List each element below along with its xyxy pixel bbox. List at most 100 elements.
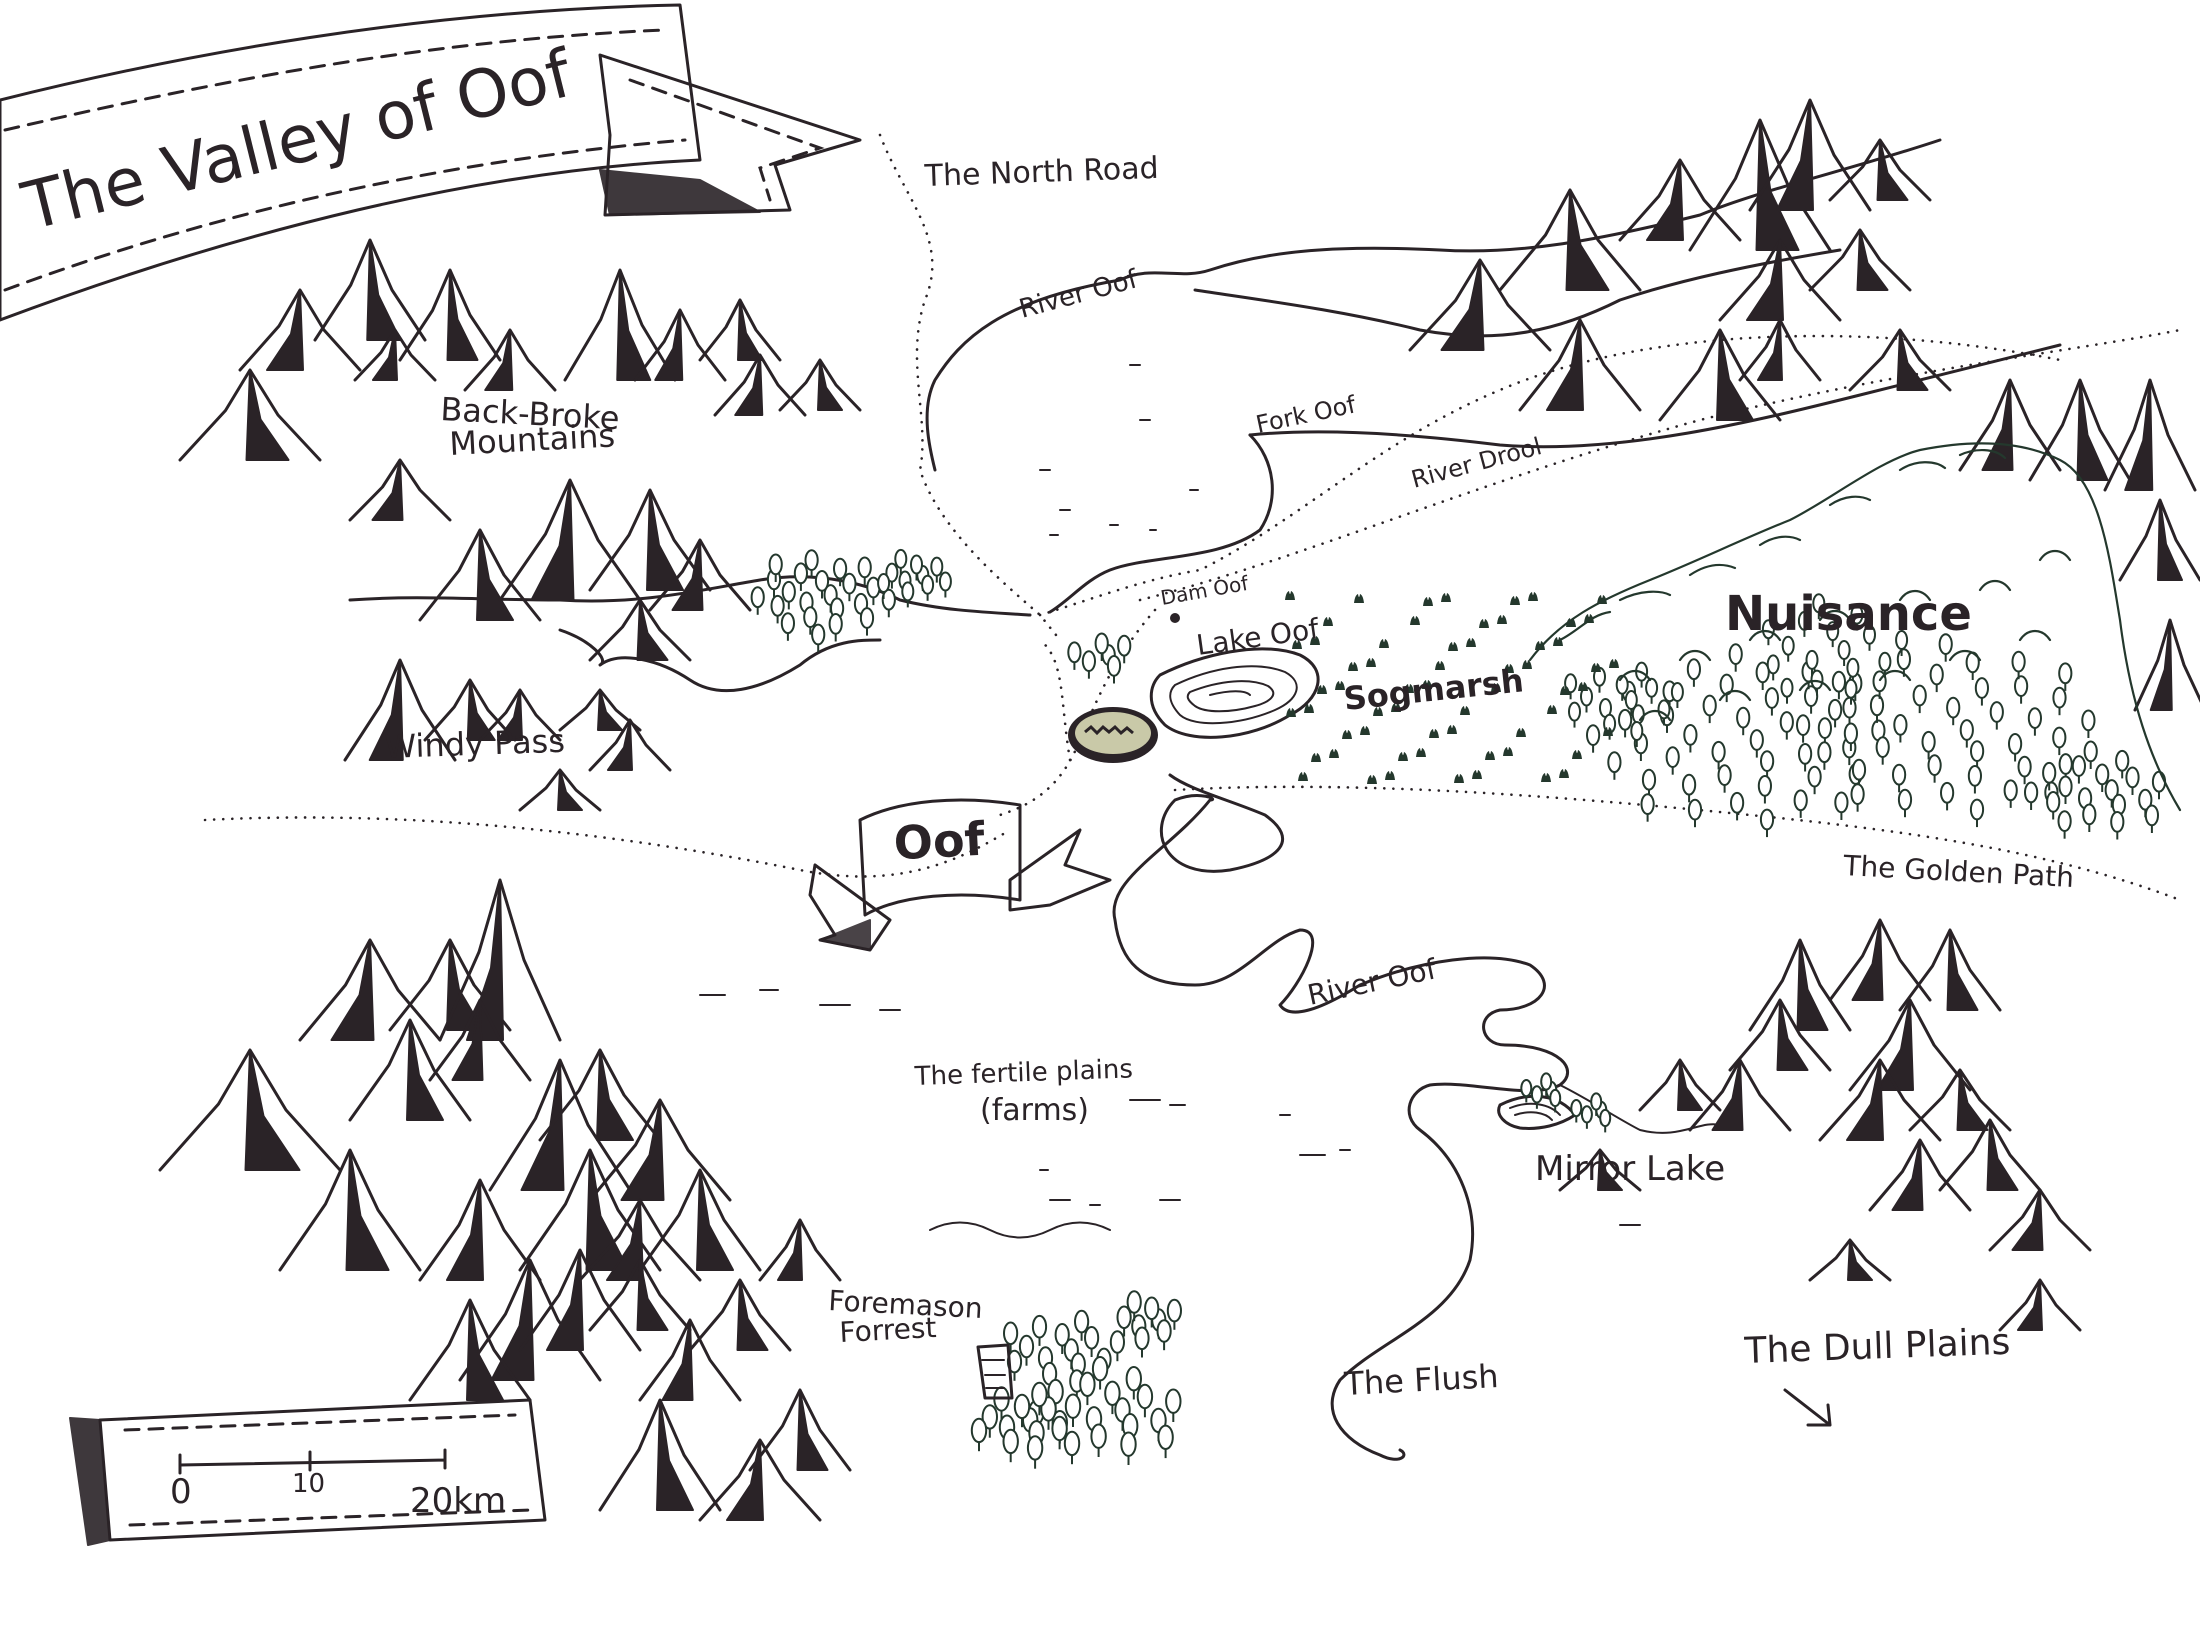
- tree-icon: [1116, 1305, 1132, 1337]
- tree-icon: [1091, 1356, 1109, 1390]
- tree-icon: [842, 572, 857, 602]
- tree-icon: [1817, 741, 1832, 770]
- tree-icon: [1084, 1326, 1100, 1357]
- marsh-tuft-icon: [1429, 729, 1439, 738]
- mountain-ranges: [158, 98, 2200, 1522]
- mountain-icon: [488, 1058, 632, 1192]
- tree-icon: [2083, 740, 2098, 769]
- tree-icon: [1969, 798, 1985, 828]
- tree-icon: [1067, 641, 1082, 670]
- forests: [750, 548, 2167, 1469]
- title-banner: The Valley of Oof: [0, 3, 862, 322]
- mountain-icon: [2118, 498, 2200, 582]
- marsh-tuft-icon: [1292, 640, 1302, 649]
- tree-icon: [901, 581, 915, 608]
- mountain-icon: [353, 328, 437, 382]
- compass-arrow-icon: [1783, 1388, 1832, 1427]
- tree-icon: [1893, 714, 1908, 743]
- mountain-icon: [298, 938, 442, 1042]
- marsh-tuft-icon: [1516, 728, 1526, 737]
- marsh-tuft-icon: [1441, 593, 1451, 602]
- tree-icon: [1530, 1085, 1543, 1109]
- tree-icon: [1927, 754, 1942, 783]
- marsh-tuft-icon: [1504, 664, 1514, 673]
- tree-icon: [1780, 677, 1794, 704]
- marsh-tuft-icon: [1522, 660, 1532, 669]
- town-name: Oof: [892, 812, 986, 871]
- tree-icon: [2003, 779, 2018, 808]
- tree-icon: [1781, 635, 1795, 662]
- tree-icon: [1026, 1435, 1044, 1469]
- tree-icon: [1054, 1323, 1070, 1354]
- label-mirror-lake: Mirror Lake: [1535, 1149, 1725, 1189]
- label-nuisance: Nuisance: [1725, 586, 1972, 642]
- mountain-icon: [588, 488, 712, 592]
- tree-icon: [1157, 1424, 1174, 1459]
- tree-icon: [2042, 761, 2057, 791]
- tree-icon: [1687, 798, 1703, 828]
- tree-icon: [1018, 1334, 1035, 1366]
- marsh-tuft-icon: [1497, 615, 1507, 624]
- mountain-icon: [1808, 1238, 1892, 1282]
- tree-icon: [1166, 1298, 1183, 1330]
- tree-icon: [2138, 788, 2153, 818]
- tree-icon: [1570, 1099, 1583, 1123]
- marsh-tuft-icon: [1323, 617, 1333, 626]
- mountain-icon: [588, 1258, 692, 1332]
- tree-icon: [1842, 696, 1857, 726]
- tree-icon: [2011, 650, 2026, 680]
- tree-icon: [2151, 770, 2167, 800]
- tree-icon: [1630, 721, 1644, 747]
- tree-icon: [814, 570, 830, 599]
- mountain-icon: [1688, 1058, 1792, 1132]
- label-fertile-plains: The fertile plains: [913, 1054, 1133, 1092]
- mountain-icon: [1828, 918, 1932, 1002]
- mountain-icon: [538, 1048, 662, 1142]
- mountain-icon: [1868, 1138, 1972, 1212]
- tree-icon: [1797, 610, 1811, 637]
- tree-icon: [894, 548, 908, 575]
- mountain-icon: [578, 1198, 702, 1282]
- tree-icon: [2024, 781, 2039, 810]
- marsh-tuft-icon: [1422, 680, 1432, 689]
- dam-oof: [1068, 613, 1180, 763]
- fork-oof: [1248, 343, 2062, 449]
- tree-icon: [1812, 593, 1826, 620]
- mountain-icon: [1818, 1058, 1942, 1142]
- marsh-tuft-icon: [1329, 749, 1339, 758]
- label-dam-oof: Dam Oof: [1159, 571, 1251, 610]
- label-golden-path: The Golden Path: [1842, 849, 2075, 894]
- tree-icon: [2104, 779, 2119, 808]
- tree-icon: [1798, 743, 1813, 772]
- mountain-icon: [688, 1278, 792, 1352]
- tree-icon: [1624, 690, 1638, 716]
- tree-icon: [2057, 810, 2072, 839]
- marsh-tuft-icon: [1379, 639, 1389, 648]
- tree-icon: [1686, 658, 1702, 687]
- tree-icon: [1520, 1079, 1533, 1103]
- marsh-tuft-icon: [1348, 662, 1358, 671]
- marsh-tuft-icon: [1354, 594, 1364, 603]
- river-oof-branch: [1193, 248, 1842, 338]
- mountain-icon: [698, 1438, 822, 1522]
- marsh-tuft-icon: [1578, 682, 1588, 691]
- tree-icon: [1912, 684, 1927, 714]
- tree-icon: [1970, 740, 1985, 769]
- tree-icon: [811, 623, 826, 653]
- tree-icon: [1031, 1381, 1048, 1416]
- marsh-tuft-icon: [1391, 703, 1401, 712]
- mountain-icon: [758, 1218, 842, 1282]
- mountain-icon: [778, 358, 862, 412]
- tree-icon: [1156, 1319, 1172, 1351]
- label-river-oof-south: River Oof: [1305, 952, 1441, 1012]
- tree-icon: [1665, 746, 1680, 775]
- mountain-icon: [348, 458, 452, 522]
- scale-bar: 0 10 20km: [69, 1398, 547, 1546]
- tree-icon: [2017, 755, 2032, 785]
- tree-icon: [1967, 765, 1983, 794]
- tree-icon: [1074, 1309, 1090, 1341]
- marsh-tuft-icon: [1591, 663, 1601, 672]
- tree-icon: [857, 556, 872, 585]
- marsh-tuft-icon: [1566, 618, 1576, 627]
- tree-icon: [1117, 634, 1132, 664]
